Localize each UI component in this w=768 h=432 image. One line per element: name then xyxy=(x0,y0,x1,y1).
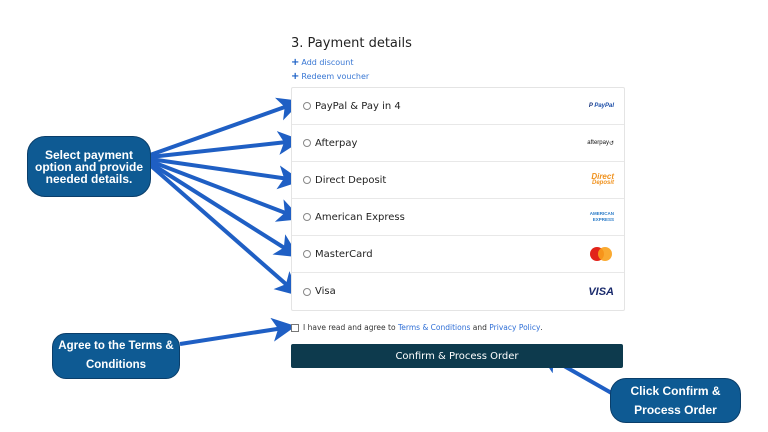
arrow-to-terms xyxy=(179,317,296,346)
radio-visa[interactable] xyxy=(303,287,311,296)
payment-option-amex[interactable]: American Express AMERICAN EXPRESS xyxy=(292,199,624,236)
redeem-voucher-link[interactable]: + Redeem voucher xyxy=(291,70,370,82)
plus-icon: + xyxy=(291,70,300,82)
direct-deposit-logo-icon: Direct Deposit xyxy=(591,172,614,187)
afterpay-logo-icon: afterpay↺ xyxy=(587,140,614,147)
arrow-to-mastercard xyxy=(148,161,300,258)
terms-conditions-link[interactable]: Terms & Conditions xyxy=(397,323,471,332)
callout-agree-terms: Agree to the Terms & Conditions xyxy=(52,333,180,379)
payment-details-section: 3. Payment details + Add discount + Rede… xyxy=(291,36,624,83)
radio-amex[interactable] xyxy=(303,213,311,221)
add-discount-link[interactable]: + Add discount xyxy=(291,56,354,68)
payment-option-mastercard[interactable]: MasterCard xyxy=(292,236,624,273)
radio-afterpay[interactable] xyxy=(303,139,311,147)
visa-logo-icon: VISA xyxy=(588,285,614,298)
callout-click-confirm: Click Confirm & Process Order xyxy=(610,378,741,423)
terms-checkbox[interactable] xyxy=(291,323,299,332)
terms-agreement: I have read and agree to Terms & Conditi… xyxy=(291,323,543,332)
arrow-to-visa xyxy=(148,163,300,296)
payment-option-visa[interactable]: Visa VISA xyxy=(292,273,624,310)
section-title: 3. Payment details xyxy=(291,36,412,51)
radio-paypal[interactable] xyxy=(303,102,311,110)
privacy-policy-link[interactable]: Privacy Policy xyxy=(489,323,541,332)
plus-icon: + xyxy=(291,56,300,68)
arrow-to-afterpay xyxy=(149,131,302,159)
arrow-to-paypal xyxy=(149,97,302,157)
arrow-to-direct-deposit xyxy=(149,157,302,190)
payment-option-afterpay[interactable]: Afterpay afterpay↺ xyxy=(292,125,624,162)
mastercard-logo-icon xyxy=(574,246,614,262)
amex-logo-icon: AMERICAN EXPRESS xyxy=(589,211,614,222)
radio-direct-deposit[interactable] xyxy=(303,176,311,184)
payment-option-paypal[interactable]: PayPal & Pay in 4 P PayPal xyxy=(292,88,624,125)
arrow-to-amex xyxy=(149,159,302,222)
callout-select-payment: Select payment option and provide needed… xyxy=(27,136,151,197)
payment-option-direct-deposit[interactable]: Direct Deposit Direct Deposit xyxy=(292,162,624,199)
payment-methods-list: PayPal & Pay in 4 P PayPal Afterpay afte… xyxy=(291,87,625,311)
confirm-process-order-button[interactable]: Confirm & Process Order xyxy=(291,344,623,368)
radio-mastercard[interactable] xyxy=(303,250,311,258)
paypal-logo-icon: P PayPal xyxy=(588,103,614,109)
